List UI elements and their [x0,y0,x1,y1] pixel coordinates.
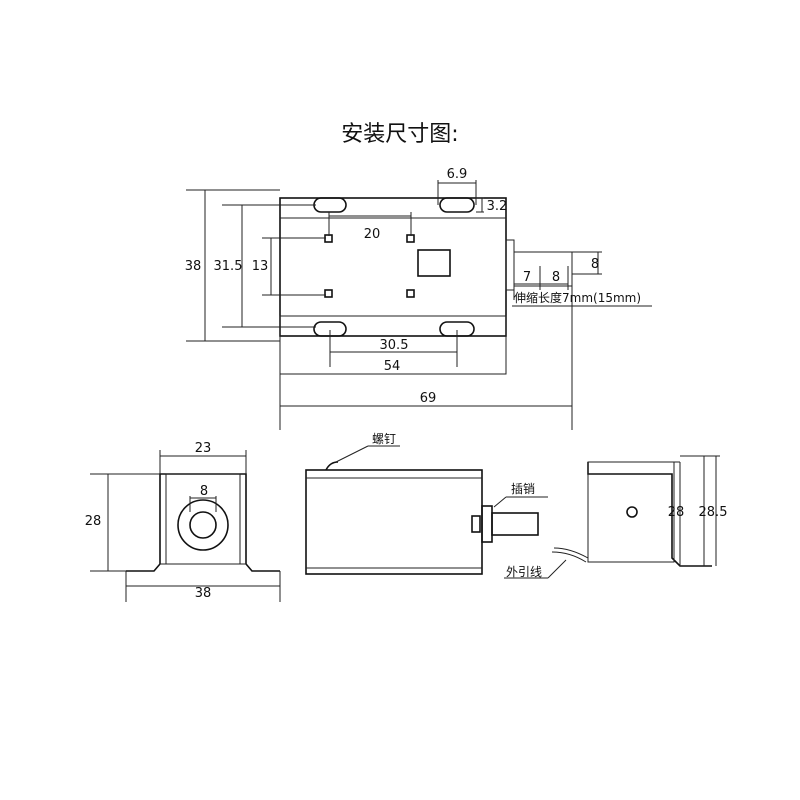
dim-front-width: 23 [195,441,212,456]
front-view-bore-inner [189,511,217,539]
lead-wire [551,551,587,563]
dim-total-length: 69 [420,391,437,406]
dim-plunger-a: 7 [523,270,531,285]
mounting-hole [406,234,415,243]
side-view-body [305,469,483,575]
pin-label: 插销 [511,482,535,496]
pin-flange [481,505,493,543]
dim-slot-span: 30.5 [380,338,409,353]
dim-slot-width: 6.9 [447,167,468,182]
screw [325,461,339,471]
dim-base-width: 38 [195,586,212,601]
front-view-bore-outer [177,499,229,551]
top-view: 38 31.5 13 20 6.9 3.2 30.5 54 [185,167,652,430]
dim-mount-span: 31.5 [214,259,243,274]
end-view-hole [626,506,638,518]
dim-front-height: 28 [85,514,102,529]
pin [491,512,539,536]
screw-label: 螺钉 [372,432,396,446]
end-view: 外引线 28 28.5 [504,455,728,579]
mounting-slot [313,197,347,213]
dim-end-height-outer: 28.5 [699,505,728,520]
front-view: 23 8 28 38 [85,441,281,602]
dim-body-length: 54 [384,359,401,374]
mounting-hole [324,234,333,243]
end-view-bracket [587,462,712,567]
wire-label: 外引线 [506,565,542,579]
dim-hole-span-h: 20 [364,227,381,242]
dim-plunger-b: 8 [552,270,560,285]
mounting-hole [324,289,333,298]
drawing-title: 安装尺寸图: [341,122,459,147]
center-window [417,249,451,277]
dim-bore: 8 [200,484,208,499]
mounting-hole [406,289,415,298]
dim-slot-height: 3.2 [487,199,508,214]
dim-end-height-inner: 28 [668,505,685,520]
top-view-body [279,197,507,337]
dim-plunger-dia: 8 [591,257,599,272]
dim-hole-span-v: 13 [252,259,269,274]
side-view: 螺钉 插销 [305,432,548,575]
stroke-note: 伸缩长度7mm(15mm) [514,290,641,305]
lead-wire [553,547,589,559]
mounting-slot [439,197,475,213]
pin-collar [471,515,481,533]
dim-overall-height: 38 [185,259,202,274]
